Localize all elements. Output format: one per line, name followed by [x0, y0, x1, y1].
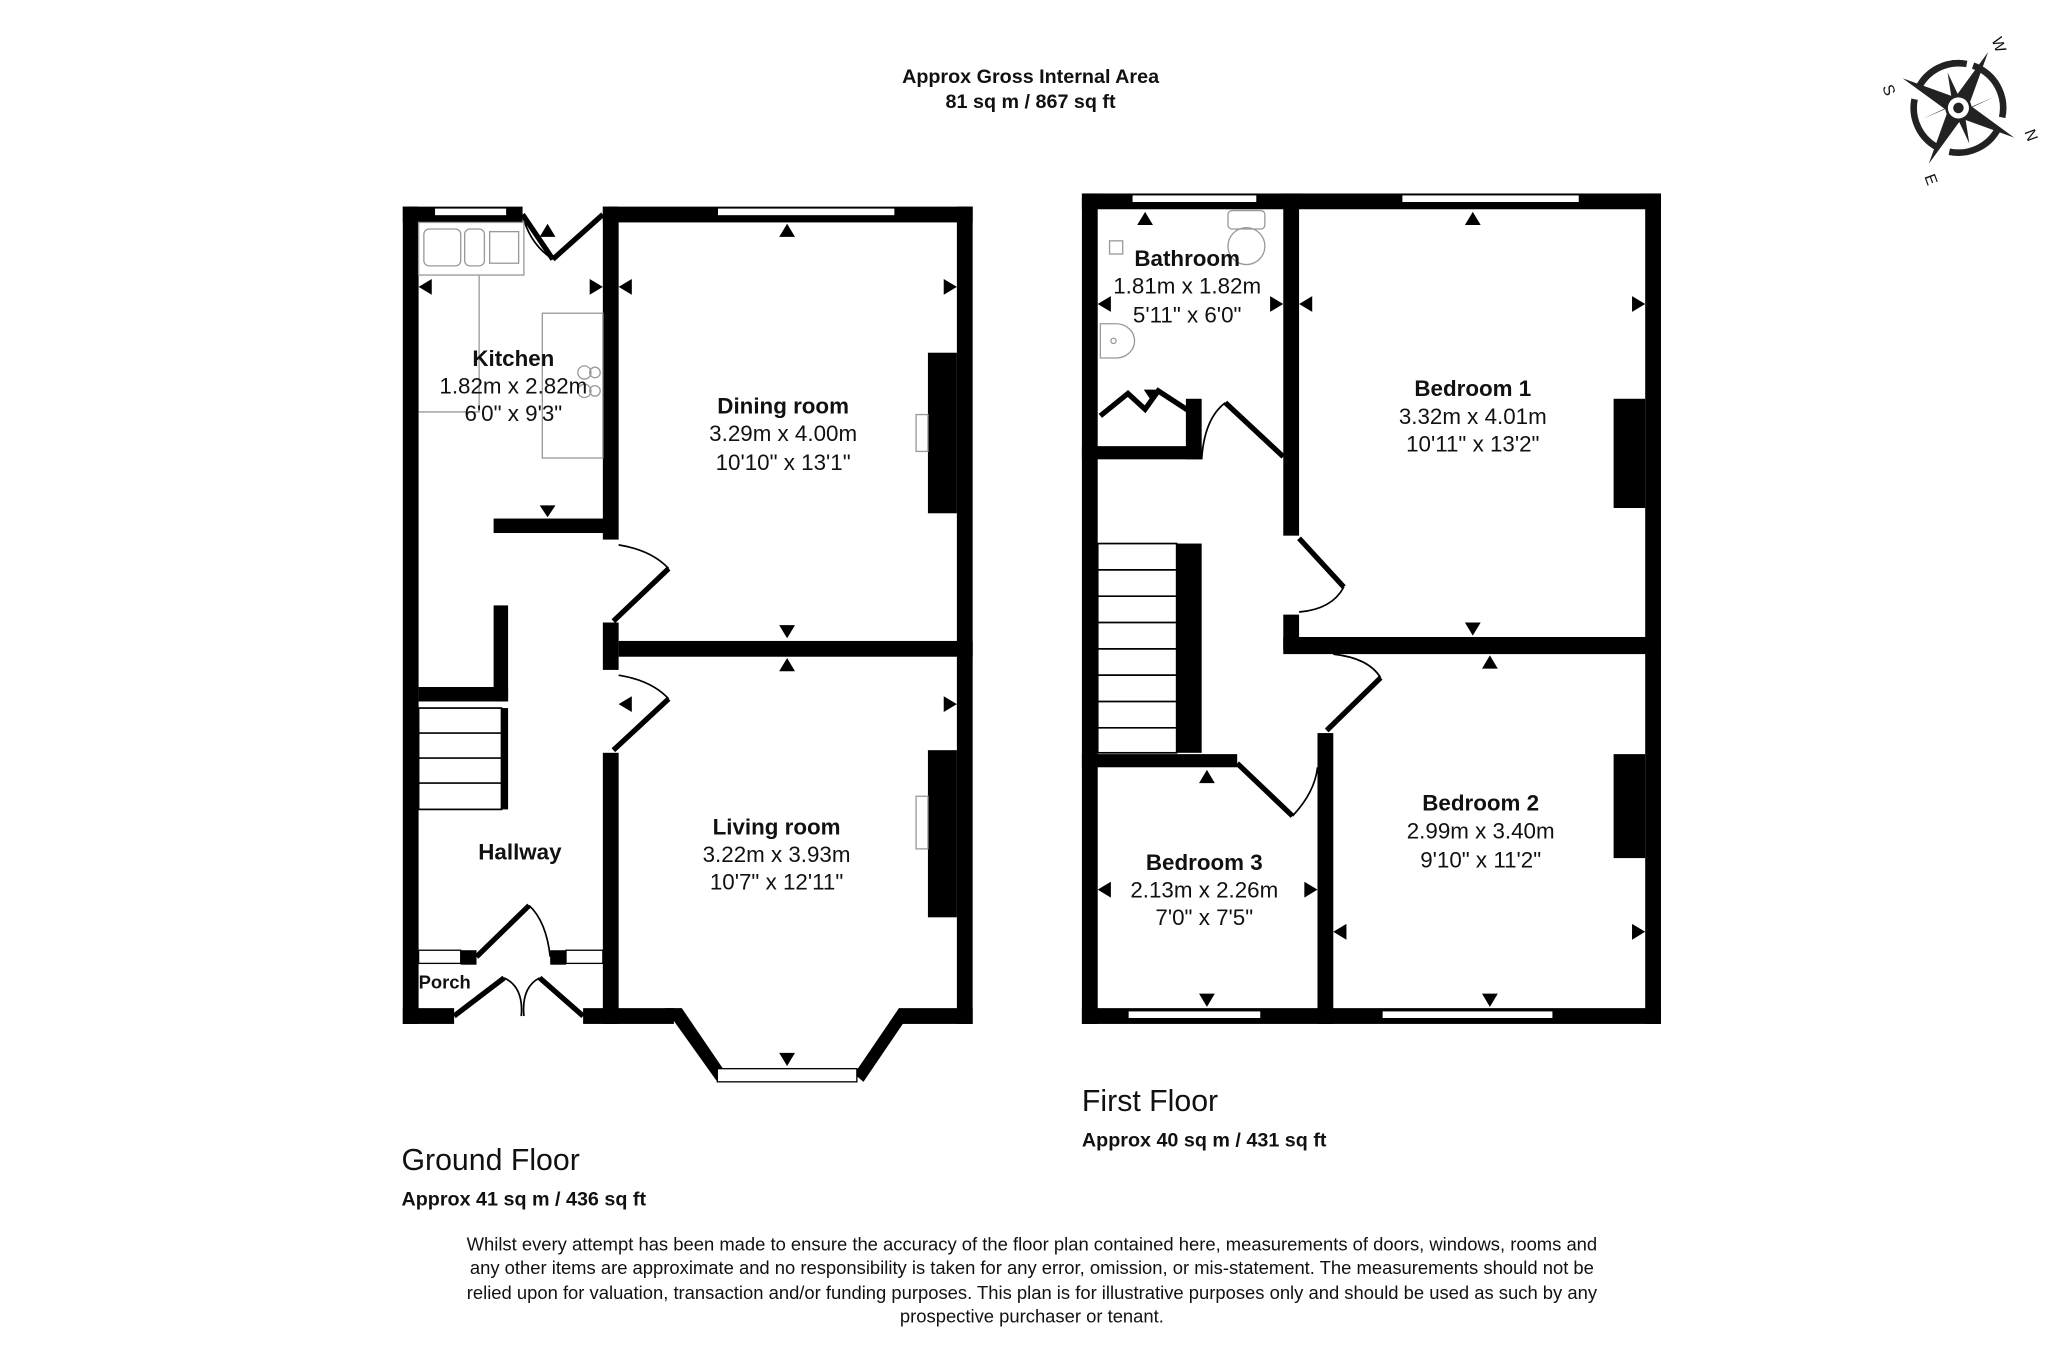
room-metric-kitchen: 1.82m x 2.82m: [439, 374, 587, 399]
compass-label-e: E: [1920, 172, 1940, 188]
room-metric-dining: 3.29m x 4.00m: [709, 421, 857, 446]
ground-floor-plan: Kitchen 1.82m x 2.82m 6'0" x 9'3" Dining…: [402, 206, 973, 1083]
disclaimer-line: relied upon for valuation, transaction a…: [467, 1282, 1598, 1303]
room-name-living: Living room: [713, 814, 841, 839]
room-metric-bedroom-1: 3.32m x 4.01m: [1399, 404, 1547, 429]
disclaimer-line: any other items are approximate and no r…: [470, 1257, 1594, 1278]
room-name-bedroom-2: Bedroom 2: [1422, 791, 1539, 816]
room-imperial-bathroom: 5'11" x 6'0": [1133, 302, 1242, 327]
room-imperial-bedroom-3: 7'0" x 7'5": [1155, 905, 1253, 930]
room-name-dining: Dining room: [717, 393, 849, 418]
room-imperial-kitchen: 6'0" x 9'3": [464, 401, 562, 426]
room-imperial-living: 10'7" x 12'11": [710, 870, 843, 895]
room-metric-bathroom: 1.81m x 1.82m: [1113, 273, 1261, 298]
compass-icon: [1902, 52, 2015, 164]
first-floor-area: Approx 40 sq m / 431 sq ft: [1082, 1129, 1327, 1151]
compass-label-s: S: [1878, 82, 1898, 98]
gross-area-title: Approx Gross Internal Area: [902, 66, 1160, 88]
first-floor-plan: Bathroom 1.81m x 1.82m 5'11" x 6'0" Bedr…: [1081, 193, 1661, 1024]
disclaimer: Whilst every attempt has been made to en…: [467, 1233, 1598, 1326]
compass-label-n: N: [2020, 127, 2040, 144]
compass-label-w: W: [1988, 35, 2009, 55]
room-imperial-dining: 10'10" x 13'1": [716, 450, 851, 475]
room-name-kitchen: Kitchen: [472, 346, 554, 371]
gross-area-value: 81 sq m / 867 sq ft: [946, 91, 1116, 113]
ground-floor-area: Approx 41 sq m / 436 sq ft: [401, 1189, 646, 1211]
ground-floor-label: Ground Floor: [401, 1144, 579, 1177]
room-name-hallway: Hallway: [478, 839, 562, 864]
room-name-bathroom: Bathroom: [1134, 246, 1240, 271]
disclaimer-line: prospective purchaser or tenant.: [900, 1306, 1164, 1327]
room-metric-living: 3.22m x 3.93m: [703, 842, 851, 867]
room-metric-bedroom-2: 2.99m x 3.40m: [1407, 818, 1555, 843]
room-metric-bedroom-3: 2.13m x 2.26m: [1130, 878, 1278, 903]
first-floor-label: First Floor: [1082, 1085, 1218, 1118]
disclaimer-line: Whilst every attempt has been made to en…: [467, 1233, 1598, 1254]
room-name-porch: Porch: [419, 971, 471, 992]
room-name-bedroom-3: Bedroom 3: [1146, 850, 1263, 875]
room-imperial-bedroom-2: 9'10" x 11'2": [1420, 847, 1541, 872]
room-name-bedroom-1: Bedroom 1: [1414, 376, 1531, 401]
room-imperial-bedroom-1: 10'11" x 13'2": [1406, 431, 1539, 456]
